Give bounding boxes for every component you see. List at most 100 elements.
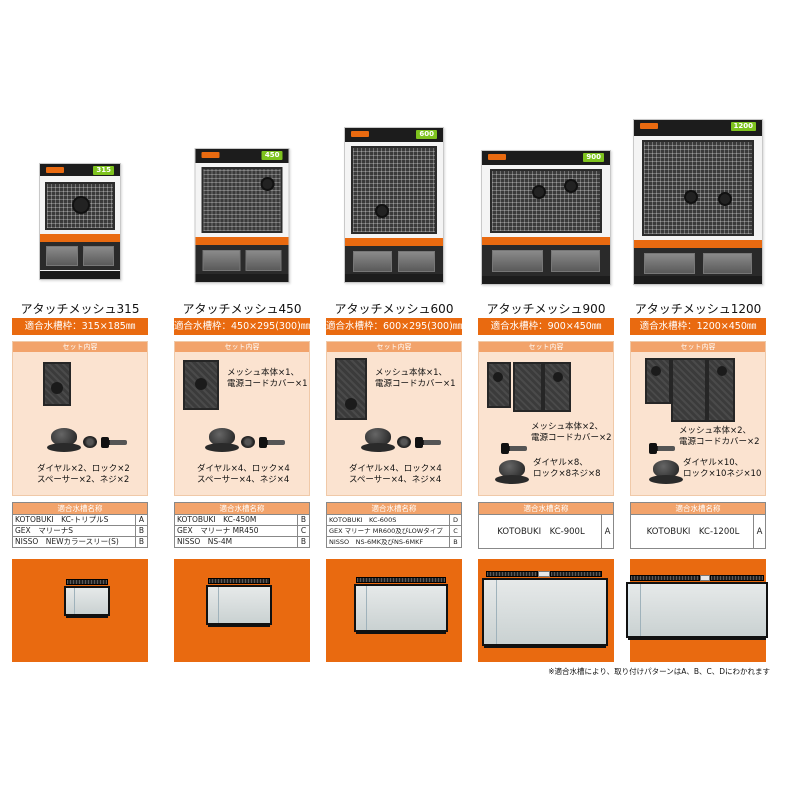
tank-photo xyxy=(326,559,462,662)
dial-icon xyxy=(495,460,529,484)
product-name: アタッチメッシュ450 xyxy=(182,302,302,316)
tank-image xyxy=(626,582,768,640)
set-text-parts: ダイヤル×2、ロック×2 スペーサー×2、ネジ×2 xyxy=(37,464,130,485)
package-image: 315 xyxy=(39,163,121,280)
set-text-parts: ダイヤル×8、 ロック×8ネジ×8 xyxy=(533,458,601,479)
brand-logo-icon xyxy=(46,167,64,173)
fit-spec: 適合水槽枠：600×295(300)㎜ xyxy=(326,318,462,335)
package-number: 1200 xyxy=(730,122,756,131)
product-name: アタッチメッシュ900 xyxy=(486,302,606,316)
tank-photo xyxy=(626,559,768,662)
package-number: 900 xyxy=(583,153,604,162)
mesh-body-image xyxy=(183,360,219,410)
product-column-450: 450 アタッチメッシュ450 適合水槽枠：450×295(300)㎜ セット内… xyxy=(172,0,312,800)
tank-image xyxy=(64,586,110,618)
package-number: 315 xyxy=(93,166,114,175)
set-contents: セット内容 メッシュ本体×2、 電源コードカバー×2 ダイヤル×8、 ロック×8… xyxy=(478,341,614,496)
lock-icon xyxy=(397,436,411,448)
set-title: セット内容 xyxy=(631,342,765,352)
mesh-panel-image xyxy=(44,182,116,230)
brand-logo-icon xyxy=(201,152,220,158)
mesh-panel-image xyxy=(350,146,438,234)
product-column-315: 315 アタッチメッシュ315 適合水槽枠：315×185㎜ セット内容 ダイヤ… xyxy=(10,0,150,800)
set-title: セット内容 xyxy=(175,342,309,352)
lock-icon xyxy=(83,436,97,448)
table-title: 適合水槽名称 xyxy=(327,503,461,514)
mesh-body-image xyxy=(487,362,511,408)
set-text-body: メッシュ本体×1、 電源コードカバー×1 xyxy=(227,368,308,389)
screw-icon xyxy=(415,437,441,448)
product-name: アタッチメッシュ315 xyxy=(20,302,140,316)
mesh-hole-icon xyxy=(260,177,275,191)
table-title: 適合水槽名称 xyxy=(631,503,765,514)
tank-photo xyxy=(12,559,148,662)
brand-logo-icon xyxy=(351,131,369,137)
set-contents: セット内容 ダイヤル×2、ロック×2 スペーサー×2、ネジ×2 xyxy=(12,341,148,496)
fit-spec: 適合水槽枠：450×295(300)㎜ xyxy=(174,318,310,335)
screw-icon xyxy=(101,437,127,448)
tank-photo xyxy=(478,559,614,662)
tank-photo xyxy=(174,559,310,662)
set-contents: セット内容 メッシュ本体×1、 電源コードカバー×1 ダイヤル×4、ロック×4 … xyxy=(174,341,310,496)
set-text-parts: ダイヤル×4、ロック×4 スペーサー×4、ネジ×4 xyxy=(349,464,442,485)
tank-image xyxy=(206,585,272,627)
set-text-parts: ダイヤル×4、ロック×4 スペーサー×4、ネジ×4 xyxy=(197,464,290,485)
tank-lid-image xyxy=(550,571,602,577)
mesh-body-image xyxy=(543,362,571,412)
tank-lid-image xyxy=(630,575,700,581)
mesh-body-image xyxy=(671,358,707,422)
set-title: セット内容 xyxy=(327,342,461,352)
set-contents: セット内容 メッシュ本体×2、 電源コードカバー×2 ダイヤル×10、 ロック×… xyxy=(630,341,766,496)
fit-spec: 適合水槽枠：315×185㎜ xyxy=(12,318,148,335)
lock-icon xyxy=(241,436,255,448)
dial-icon xyxy=(47,428,81,452)
set-text-body: メッシュ本体×2、 電源コードカバー×2 xyxy=(531,422,612,443)
fit-spec: 適合水槽枠：1200×450㎜ xyxy=(630,318,766,335)
product-column-900: 900 アタッチメッシュ900 適合水槽枠：900×450㎜ セット内容 メッシ… xyxy=(476,0,616,800)
product-name: アタッチメッシュ1200 xyxy=(634,302,762,316)
compatibility-note: ※適合水槽により、取り付けパターンはA、B、C、Dにわかれます xyxy=(548,667,770,676)
mesh-body-image xyxy=(43,362,71,406)
mesh-body-image xyxy=(335,358,367,420)
brand-logo-icon xyxy=(488,154,506,160)
package-image: 900 xyxy=(481,150,611,285)
product-column-1200: 1200 アタッチメッシュ1200 適合水槽枠：1200×450㎜ セット内容 … xyxy=(626,0,768,800)
package-number: 600 xyxy=(416,130,437,139)
set-title: セット内容 xyxy=(479,342,613,352)
dial-icon xyxy=(361,428,395,452)
mesh-hole-icon xyxy=(531,185,546,199)
set-text-body: メッシュ本体×1、 電源コードカバー×1 xyxy=(375,368,456,389)
brand-logo-icon xyxy=(640,123,658,129)
dial-icon xyxy=(205,428,239,452)
tank-image xyxy=(482,578,608,648)
mesh-body-image xyxy=(707,358,735,422)
tank-image xyxy=(354,584,448,634)
package-image: 600 xyxy=(344,127,444,283)
mesh-body-image xyxy=(513,362,543,412)
fit-spec: 適合水槽枠：900×450㎜ xyxy=(478,318,614,335)
package-image: 450 xyxy=(194,148,290,283)
screw-icon xyxy=(259,437,285,448)
tank-lid-image xyxy=(710,575,764,581)
table-title: 適合水槽名称 xyxy=(13,503,147,514)
set-text-body: メッシュ本体×2、 電源コードカバー×2 xyxy=(679,426,760,447)
set-contents: セット内容 メッシュ本体×1、 電源コードカバー×1 ダイヤル×4、ロック×4 … xyxy=(326,341,462,496)
mesh-panel-image xyxy=(201,167,283,233)
set-title: セット内容 xyxy=(13,342,147,352)
tank-lid-image xyxy=(356,577,446,583)
mesh-hole-icon xyxy=(71,196,90,214)
tank-lid-image xyxy=(486,571,538,577)
product-column-600: 600 アタッチメッシュ600 適合水槽枠：600×295(300)㎜ セット内… xyxy=(324,0,464,800)
